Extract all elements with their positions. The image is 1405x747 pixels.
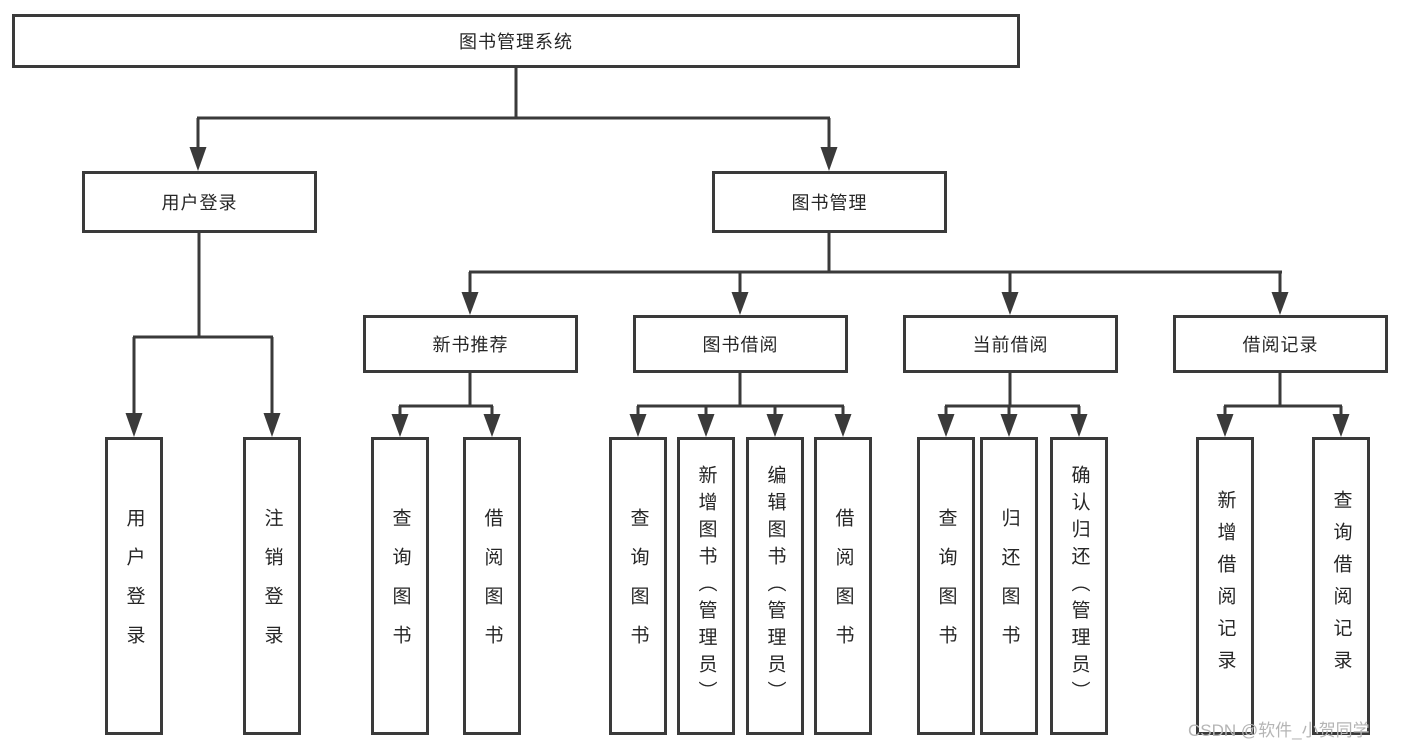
node-book-management: 图书管理 bbox=[712, 171, 947, 233]
node-borrowing-records: 借阅记录 bbox=[1173, 315, 1388, 373]
node-label: 确认归还（管理员） bbox=[1068, 464, 1090, 708]
leaf-query-borrow-record: 查询借阅记录 bbox=[1312, 437, 1370, 735]
node-new-book-recommendation: 新书推荐 bbox=[363, 315, 578, 373]
node-label: 新增图书（管理员） bbox=[695, 464, 717, 708]
leaf-borrow-books-newbooks: 借阅图书 bbox=[463, 437, 521, 735]
node-label: 用户登录 bbox=[161, 193, 238, 213]
leaf-return-books: 归还图书 bbox=[980, 437, 1038, 735]
leaf-query-books-borrowing: 查询图书 bbox=[609, 437, 667, 735]
node-label: 图书管理 bbox=[791, 193, 868, 213]
leaf-user-login: 用户登录 bbox=[105, 437, 163, 735]
connector-records-to-leaves bbox=[1216, 371, 1350, 437]
node-label: 查询图书 bbox=[935, 508, 957, 664]
node-user-login: 用户登录 bbox=[82, 171, 317, 233]
node-current-borrowing: 当前借阅 bbox=[903, 315, 1118, 373]
connector-newbooks-to-leaves bbox=[391, 371, 501, 437]
connector-bookmgmt-to-level3 bbox=[461, 231, 1289, 315]
leaf-confirm-return-admin: 确认归还（管理员） bbox=[1050, 437, 1108, 735]
leaf-add-borrow-record: 新增借阅记录 bbox=[1196, 437, 1254, 735]
csdn-watermark: CSDN @软件_小贺同学 bbox=[1188, 721, 1370, 740]
node-book-borrowing: 图书借阅 bbox=[633, 315, 848, 373]
node-label: 图书管理系统 bbox=[459, 32, 573, 52]
leaf-add-books-admin: 新增图书（管理员） bbox=[677, 437, 735, 735]
node-label: 当前借阅 bbox=[972, 335, 1049, 355]
node-label: 借阅图书 bbox=[832, 508, 854, 664]
node-label: 图书借阅 bbox=[702, 335, 779, 355]
node-label: 注销登录 bbox=[261, 508, 283, 664]
node-label: 借阅记录 bbox=[1242, 335, 1319, 355]
node-label: 归还图书 bbox=[998, 508, 1020, 664]
leaf-logout: 注销登录 bbox=[243, 437, 301, 735]
node-label: 编辑图书（管理员） bbox=[764, 464, 786, 708]
node-label: 新增借阅记录 bbox=[1214, 490, 1236, 682]
connector-borrowing-to-leaves bbox=[629, 371, 852, 437]
node-label: 查询图书 bbox=[627, 508, 649, 664]
leaf-edit-books-admin: 编辑图书（管理员） bbox=[746, 437, 804, 735]
leaf-borrow-books-borrowing: 借阅图书 bbox=[814, 437, 872, 735]
node-label: 借阅图书 bbox=[481, 508, 503, 664]
node-label: 查询图书 bbox=[389, 508, 411, 664]
node-label: 查询借阅记录 bbox=[1330, 490, 1352, 682]
node-library-system-root: 图书管理系统 bbox=[12, 14, 1020, 68]
connector-userlogin-to-leaves bbox=[125, 231, 281, 437]
node-label: 用户登录 bbox=[123, 508, 145, 664]
node-label: 新书推荐 bbox=[432, 335, 509, 355]
leaf-query-books-current: 查询图书 bbox=[917, 437, 975, 735]
connector-root-to-level2 bbox=[189, 66, 838, 171]
leaf-query-books-newbooks: 查询图书 bbox=[371, 437, 429, 735]
connector-current-to-leaves bbox=[937, 371, 1088, 437]
